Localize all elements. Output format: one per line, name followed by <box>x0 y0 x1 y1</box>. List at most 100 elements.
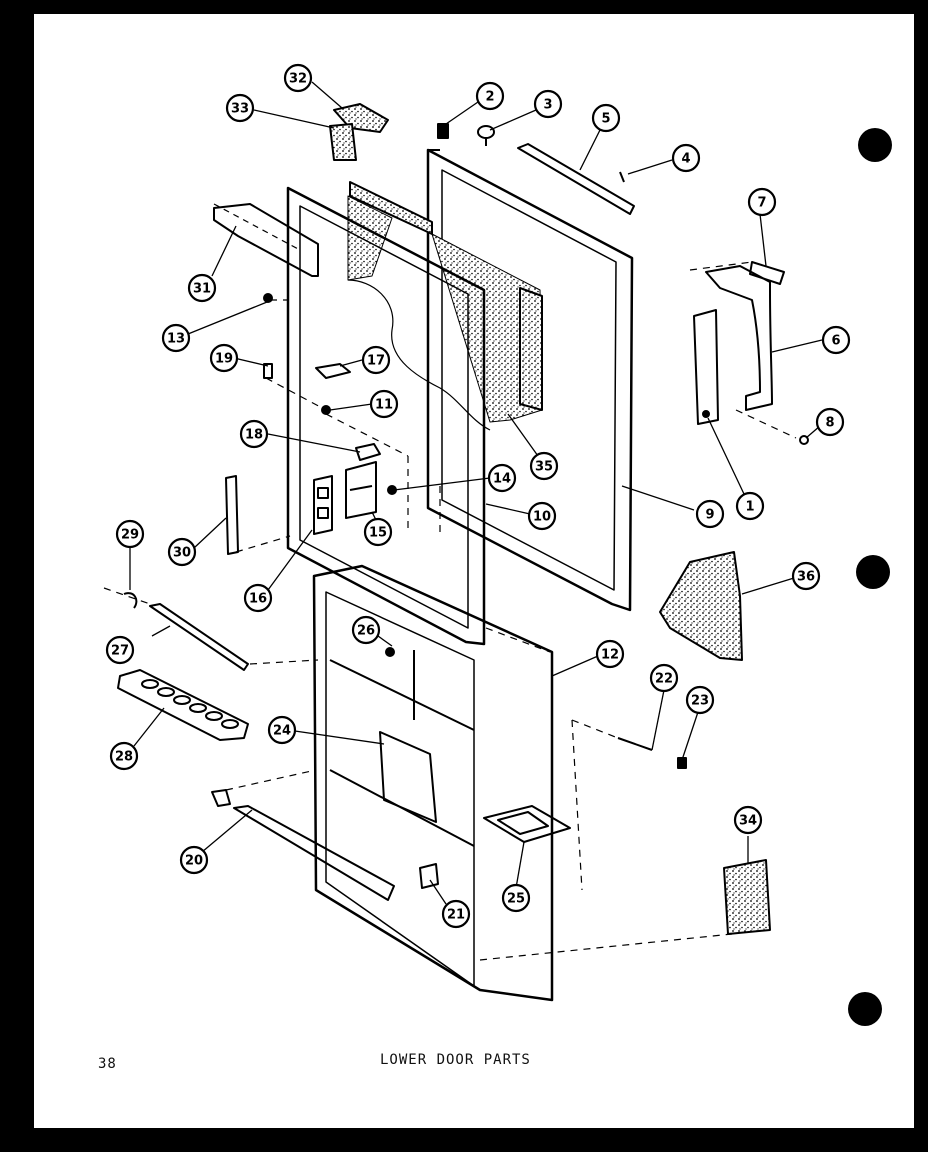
foam-block-part-34 <box>723 859 771 935</box>
binder-hole-middle <box>856 555 890 589</box>
callout-label: 31 <box>193 282 211 297</box>
callout-30: 30 <box>167 537 197 567</box>
top-trim-part-31 <box>213 203 319 277</box>
cap-part-3 <box>477 125 495 146</box>
callout-label: 15 <box>369 526 387 541</box>
assembly-guide-lines <box>103 261 797 961</box>
callout-16: 16 <box>243 583 273 613</box>
door-liner-frame-part-10 <box>286 186 486 646</box>
callout-5: 5 <box>591 103 621 133</box>
callout-label: 9 <box>705 508 714 523</box>
callout-label: 32 <box>289 72 307 87</box>
screw-part-4 <box>619 171 625 183</box>
callout-label: 1 <box>745 500 754 515</box>
callout-27: 27 <box>105 635 135 665</box>
callout-label: 8 <box>825 416 834 431</box>
callout-1: 1 <box>735 491 765 521</box>
foam-insulation-part-35 <box>347 181 543 431</box>
callout-label: 19 <box>215 352 233 367</box>
handle-part-6 <box>705 265 773 411</box>
callout-label: 7 <box>757 196 766 211</box>
outer-door-panel-part-9 <box>426 148 634 612</box>
callout-2: 2 <box>475 81 505 111</box>
shelf-bar-part-20 <box>211 789 395 901</box>
callout-label: 28 <box>115 750 133 765</box>
callout-9: 9 <box>695 499 725 529</box>
callout-label: 13 <box>167 332 185 347</box>
binder-hole-bottom <box>848 992 882 1026</box>
foam-block-part-36 <box>659 551 743 661</box>
callout-label: 30 <box>173 546 191 561</box>
callout-label: 36 <box>797 570 815 585</box>
callout-label: 22 <box>655 672 673 687</box>
rod-part-22 <box>617 737 653 751</box>
callout-34: 34 <box>733 805 763 835</box>
callout-label: 21 <box>447 908 465 923</box>
callout-33: 33 <box>225 93 255 123</box>
callout-label: 23 <box>691 694 709 709</box>
callout-label: 16 <box>249 592 267 607</box>
callout-14: 14 <box>487 463 517 493</box>
handle-bracket-part-1 <box>693 309 719 425</box>
callout-3: 3 <box>533 89 563 119</box>
callout-36: 36 <box>791 561 821 591</box>
callout-11: 11 <box>369 389 399 419</box>
callout-4: 4 <box>671 143 701 173</box>
hinge-pin-part-2 <box>437 123 449 139</box>
callout-13: 13 <box>161 323 191 353</box>
callout-label: 11 <box>375 398 393 413</box>
callout-label: 12 <box>601 648 619 663</box>
callout-bubbles: 1234567891011121314151617181920212223242… <box>105 63 851 929</box>
page-number: 38 <box>98 1056 117 1072</box>
callout-19: 19 <box>209 343 239 373</box>
callout-18: 18 <box>239 419 269 449</box>
callout-20: 20 <box>179 845 209 875</box>
hinge-bracket-part-15 <box>345 461 377 519</box>
callout-26: 26 <box>351 615 381 645</box>
trim-part-5 <box>517 143 635 215</box>
clip-part-29 <box>123 592 138 609</box>
side-strip-part-30 <box>225 475 239 555</box>
callout-label: 10 <box>533 510 551 525</box>
callout-label: 2 <box>485 90 494 105</box>
callout-15: 15 <box>363 517 393 547</box>
callout-label: 20 <box>185 854 203 869</box>
bin-part-25 <box>483 805 571 843</box>
callout-35: 35 <box>529 451 559 481</box>
callout-12: 12 <box>595 639 625 669</box>
hinge-block-part-33 <box>329 123 357 161</box>
callout-label: 5 <box>601 112 610 127</box>
callout-6: 6 <box>821 325 851 355</box>
callout-label: 4 <box>681 152 690 167</box>
callout-label: 27 <box>111 644 129 659</box>
rivet-part-26 <box>385 647 395 657</box>
callout-17: 17 <box>361 345 391 375</box>
bracket-part-17 <box>315 363 351 379</box>
callout-32: 32 <box>283 63 313 93</box>
hinge-part-18 <box>355 443 381 461</box>
callout-label: 26 <box>357 624 375 639</box>
callout-label: 29 <box>121 528 139 543</box>
callout-label: 24 <box>273 724 291 739</box>
callout-8: 8 <box>815 407 845 437</box>
callout-24: 24 <box>267 715 297 745</box>
panel-part-24 <box>379 731 437 823</box>
screw-part-19 <box>263 363 273 379</box>
handle-cap-part-7 <box>749 261 785 285</box>
diagram-caption: LOWER DOOR PARTS <box>380 1052 531 1068</box>
callout-label: 35 <box>535 460 553 475</box>
callout-10: 10 <box>527 501 557 531</box>
clip-part-21 <box>419 863 439 889</box>
callout-label: 3 <box>543 98 552 113</box>
callout-label: 25 <box>507 892 525 907</box>
callout-25: 25 <box>501 883 531 913</box>
callout-label: 34 <box>739 814 757 829</box>
callout-21: 21 <box>441 899 471 929</box>
shelf-rail-part-27 <box>149 603 249 671</box>
callout-29: 29 <box>115 519 145 549</box>
plate-part-16 <box>313 475 333 535</box>
screw-part-8 <box>799 435 809 445</box>
binder-hole-top <box>858 128 892 162</box>
callout-label: 6 <box>831 334 840 349</box>
